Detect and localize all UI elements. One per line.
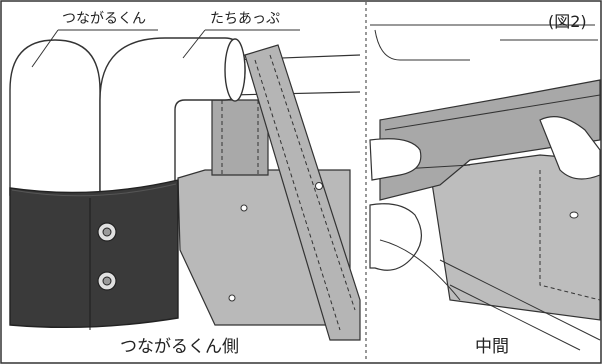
vertical-strap (211, 99, 269, 176)
folded-strap (379, 79, 601, 201)
callout-tachiappu: たちあっぷ (210, 11, 280, 27)
hand-left (369, 138, 422, 181)
dark-band (9, 179, 179, 329)
callout-tsunagaru: つながるくん (62, 11, 146, 27)
caption-left: つながるくん側 (120, 337, 239, 357)
diagonal-strap (244, 44, 361, 341)
right-panel-illustration (369, 24, 601, 351)
tsunagaru-tube (9, 39, 101, 196)
left-panel-illustration (9, 29, 361, 341)
right-gray-plate (429, 154, 601, 321)
hand-right (539, 116, 601, 180)
hand-lower (369, 203, 422, 271)
caption-right: 中間 (475, 337, 509, 357)
band-screw-bottom (97, 271, 117, 291)
band-screw-top (97, 222, 117, 242)
figure-number: (図2) (548, 12, 587, 31)
